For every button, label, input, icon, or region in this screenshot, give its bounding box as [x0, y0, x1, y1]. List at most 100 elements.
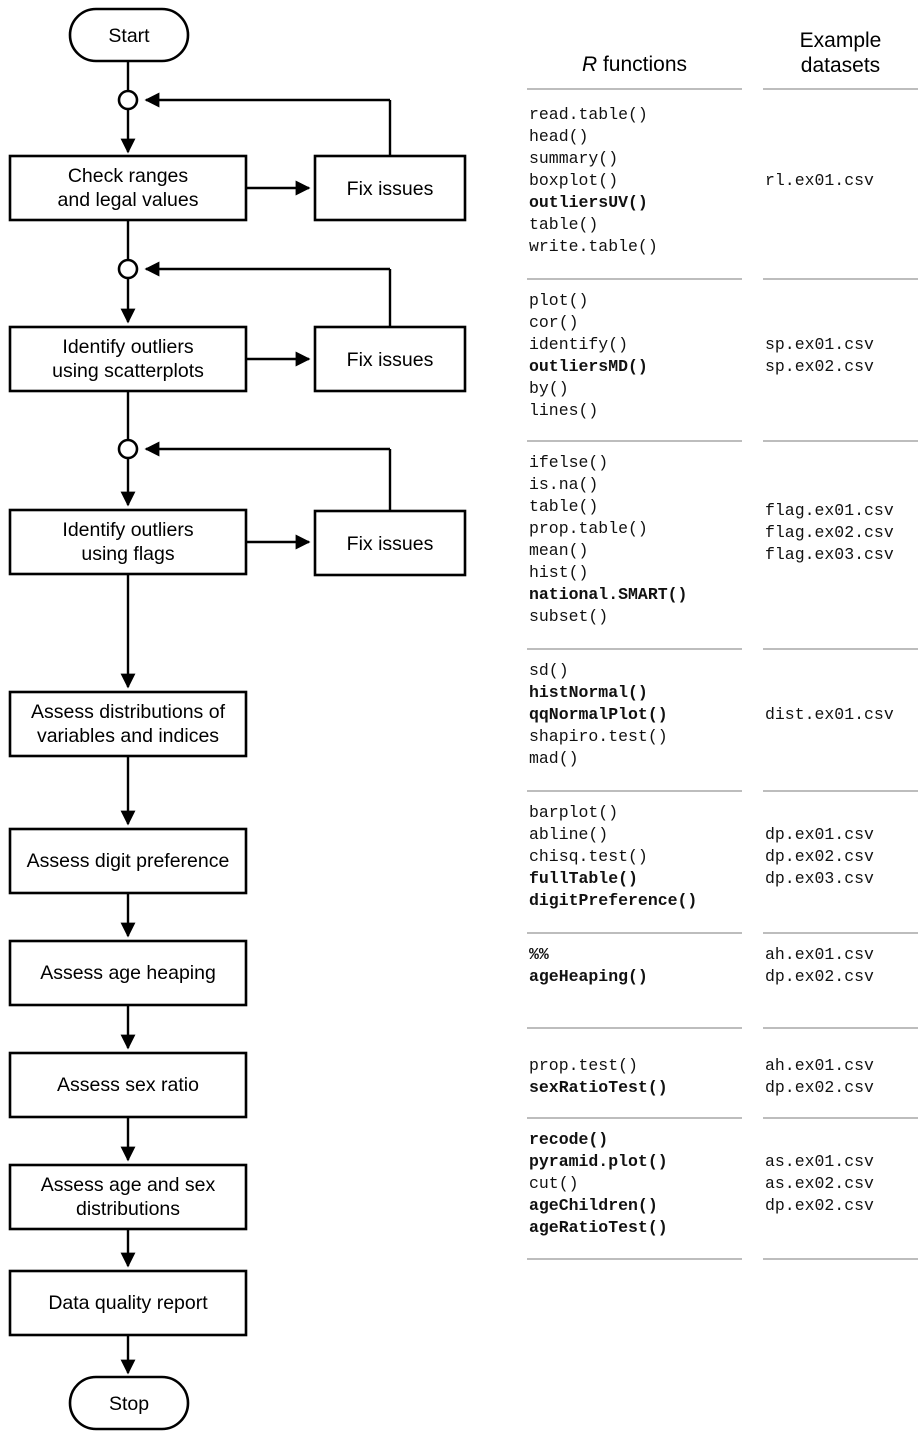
- function-name: plot(): [529, 291, 589, 310]
- function-name: digitPreference(): [529, 891, 698, 910]
- function-name: national.SMART(): [529, 585, 688, 604]
- section-divider: [527, 932, 742, 934]
- column-header-datasets-line1: Example: [799, 29, 882, 52]
- node-step-5-line1: Assess digit preference: [27, 850, 230, 872]
- function-name: chisq.test(): [529, 847, 648, 866]
- dataset-name: dp.ex02.csv: [765, 847, 874, 866]
- function-name: mean(): [529, 541, 589, 560]
- section-divider: [763, 1027, 918, 1029]
- function-name: recode(): [529, 1130, 609, 1149]
- node-step-6[interactable]: Assess age heaping: [8, 939, 248, 1007]
- reference-table: R functions Example datasets read.table(…: [500, 0, 918, 1435]
- node-step-3-line1: Identify outliers: [62, 519, 193, 541]
- node-step-9-line1: Data quality report: [48, 1292, 208, 1314]
- node-fix-issues-1[interactable]: Fix issues: [313, 154, 467, 222]
- section-divider: [527, 88, 742, 90]
- function-name: boxplot(): [529, 171, 619, 190]
- section-divider: [763, 440, 918, 442]
- function-name: prop.test(): [529, 1056, 638, 1075]
- function-name: identify(): [529, 335, 629, 354]
- dataset-name: flag.ex02.csv: [765, 523, 894, 542]
- dataset-name: dp.ex02.csv: [765, 967, 874, 986]
- junction-2: [117, 258, 139, 280]
- function-name: subset(): [529, 607, 609, 626]
- dataset-name: as.ex01.csv: [765, 1152, 874, 1171]
- section-divider: [527, 1117, 742, 1119]
- function-list: barplot() abline() chisq.test() fullTable()…: [529, 802, 697, 912]
- function-name: outliersMD(): [529, 357, 648, 376]
- function-name: abline(): [529, 825, 609, 844]
- function-name: ageHeaping(): [529, 967, 648, 986]
- dataset-list: ah.ex01.csv dp.ex02.csv: [765, 944, 874, 988]
- section-divider: [527, 278, 742, 280]
- function-name: outliersUV(): [529, 193, 648, 212]
- section-divider: [527, 790, 742, 792]
- dataset-list: dp.ex01.csv dp.ex02.csv dp.ex03.csv: [765, 824, 874, 890]
- node-step-7[interactable]: Assess sex ratio: [8, 1051, 248, 1119]
- dataset-name: dist.ex01.csv: [765, 705, 894, 724]
- section-divider: [763, 648, 918, 650]
- node-step-4-line2: variables and indices: [37, 725, 219, 747]
- node-step-3[interactable]: Identify outliers using flags: [8, 508, 248, 576]
- node-stop-label: Stop: [109, 1393, 149, 1415]
- node-fix-issues-3-label: Fix issues: [347, 533, 434, 555]
- node-step-7-line1: Assess sex ratio: [57, 1074, 199, 1096]
- section-divider: [527, 440, 742, 442]
- function-name: fullTable(): [529, 869, 638, 888]
- function-name: sd(): [529, 661, 569, 680]
- function-name: hist(): [529, 563, 589, 582]
- node-step-8[interactable]: Assess age and sex distributions: [8, 1163, 248, 1231]
- dataset-name: ah.ex01.csv: [765, 1056, 874, 1075]
- column-header-functions-rest: functions: [597, 53, 688, 76]
- section-divider: [763, 1117, 918, 1119]
- function-name: write.table(): [529, 237, 658, 256]
- function-name: pyramid.plot(): [529, 1152, 668, 1171]
- function-name: cor(): [529, 313, 579, 332]
- node-step-2[interactable]: Identify outliers using scatterplots: [8, 325, 248, 393]
- junction-1: [117, 89, 139, 111]
- section-divider: [527, 648, 742, 650]
- node-fix-issues-2[interactable]: Fix issues: [313, 325, 467, 393]
- junction-3: [117, 438, 139, 460]
- function-list: recode() pyramid.plot() cut() ageChildren()…: [529, 1129, 668, 1239]
- node-step-1[interactable]: Check ranges and legal values: [8, 154, 248, 222]
- dataset-name: ah.ex01.csv: [765, 945, 874, 964]
- function-name: shapiro.test(): [529, 727, 668, 746]
- dataset-name: dp.ex03.csv: [765, 869, 874, 888]
- section-divider: [527, 1258, 742, 1260]
- node-start[interactable]: Start: [68, 7, 190, 63]
- dataset-name: sp.ex02.csv: [765, 357, 874, 376]
- dataset-list: rl.ex01.csv: [765, 170, 874, 192]
- function-name: mad(): [529, 749, 579, 768]
- dataset-name: dp.ex02.csv: [765, 1196, 874, 1215]
- column-header-example-datasets: Example datasets: [763, 28, 918, 78]
- section-divider: [527, 1027, 742, 1029]
- node-start-label: Start: [108, 25, 150, 47]
- column-header-datasets-line2: datasets: [800, 54, 881, 77]
- node-stop[interactable]: Stop: [68, 1375, 190, 1431]
- column-header-r-functions: R functions: [527, 52, 742, 77]
- function-name: ifelse(): [529, 453, 609, 472]
- function-name: table(): [529, 215, 599, 234]
- node-step-9[interactable]: Data quality report: [8, 1269, 248, 1337]
- function-name: head(): [529, 127, 589, 146]
- node-step-5[interactable]: Assess digit preference: [8, 827, 248, 895]
- node-step-8-line2: distributions: [76, 1198, 180, 1220]
- function-list: read.table()head()summary()boxplot()outl…: [529, 104, 658, 258]
- function-name: ageChildren(): [529, 1196, 658, 1215]
- node-step-8-line1: Assess age and sex: [41, 1174, 216, 1196]
- node-step-4[interactable]: Assess distributions of variables and in…: [8, 690, 248, 758]
- function-name: table(): [529, 497, 599, 516]
- function-name: cut(): [529, 1174, 579, 1193]
- dataset-name: dp.ex01.csv: [765, 825, 874, 844]
- function-name: lines(): [529, 401, 599, 420]
- dataset-list: dist.ex01.csv: [765, 704, 894, 726]
- function-name: by(): [529, 379, 569, 398]
- function-name: barplot(): [529, 803, 619, 822]
- function-list: sd()histNormal()qqNormalPlot()shapiro.te…: [529, 660, 668, 770]
- function-name: ageRatioTest(): [529, 1218, 668, 1237]
- node-step-4-line1: Assess distributions of: [31, 701, 226, 723]
- node-step-3-line2: using flags: [81, 543, 174, 565]
- node-fix-issues-3[interactable]: Fix issues: [313, 509, 467, 577]
